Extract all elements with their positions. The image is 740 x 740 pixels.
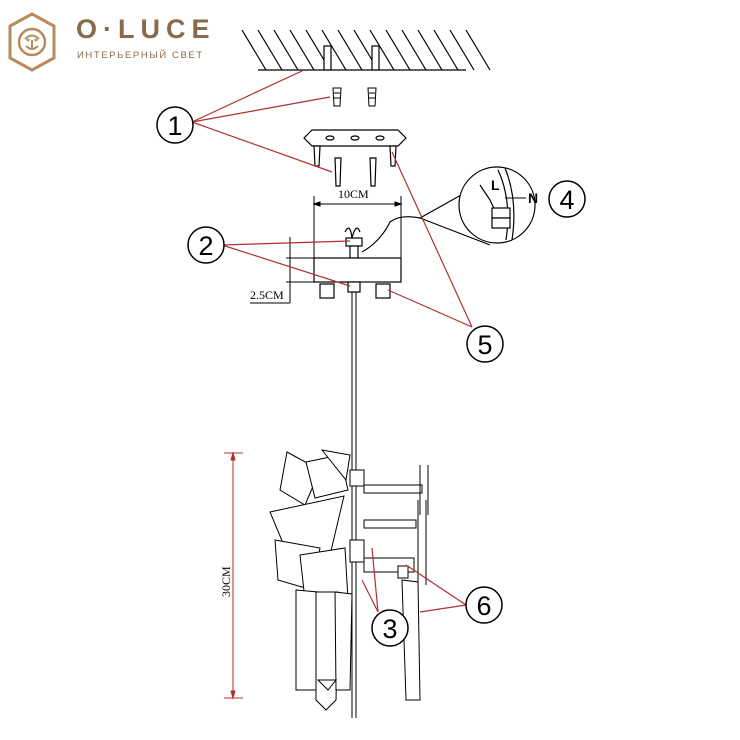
svg-text:4: 4: [559, 185, 574, 215]
ceiling-hatch-line: [465, 29, 491, 71]
neutral-wire-label: N: [528, 190, 538, 206]
fixture-body: [269, 449, 429, 711]
ceiling-hatch-line: [289, 29, 315, 71]
canopy-height-dimension: [250, 237, 314, 304]
ceiling-hatch-line: [257, 29, 283, 71]
ceiling-hatch-line: [337, 29, 363, 71]
brand-name: O·LUCE: [76, 14, 216, 44]
leader-lines: [191, 69, 473, 613]
ceiling: [241, 29, 491, 71]
width-dimension: [312, 196, 403, 258]
svg-text:5: 5: [477, 330, 492, 360]
callout-5: 5: [466, 325, 504, 363]
brand-tagline: ИНТЕРЬЕРНЫЙ СВЕТ: [77, 50, 204, 61]
svg-text:6: 6: [476, 591, 491, 621]
ceiling-hatch-line: [449, 29, 475, 71]
ceiling-hatch-line: [401, 29, 427, 71]
ceiling-hatch-line: [273, 29, 299, 71]
mounting-bracket: [303, 129, 407, 187]
callout-2: 2: [187, 226, 225, 264]
callout-6: 6: [465, 586, 503, 624]
ceiling-hatch-line: [385, 29, 411, 71]
fixture-height-dimension: [224, 451, 243, 700]
ceiling-hatch-line: [417, 29, 443, 71]
callout-3: 3: [371, 609, 409, 647]
canopy: [313, 216, 421, 299]
canopy-height-label: 2.5CM: [250, 288, 284, 302]
ceiling-hatch-line: [369, 29, 395, 71]
suspension-rod: [351, 292, 357, 718]
width-label: 10CM: [338, 187, 369, 201]
live-wire-label: L: [491, 177, 500, 193]
svg-text:1: 1: [167, 111, 182, 141]
callout-4: 4: [548, 180, 586, 218]
lion-logo-icon: [8, 12, 56, 72]
wiring-detail: [419, 166, 536, 246]
callout-1: 1: [156, 106, 194, 144]
ceiling-hatch-line: [321, 29, 347, 71]
svg-text:2: 2: [198, 231, 213, 261]
ceiling-hatch-line: [241, 29, 267, 71]
svg-text:3: 3: [382, 614, 397, 644]
fixture-height-label: 30CM: [219, 566, 233, 597]
wall-anchors: [332, 87, 377, 107]
ceiling-hatch-line: [433, 29, 459, 71]
